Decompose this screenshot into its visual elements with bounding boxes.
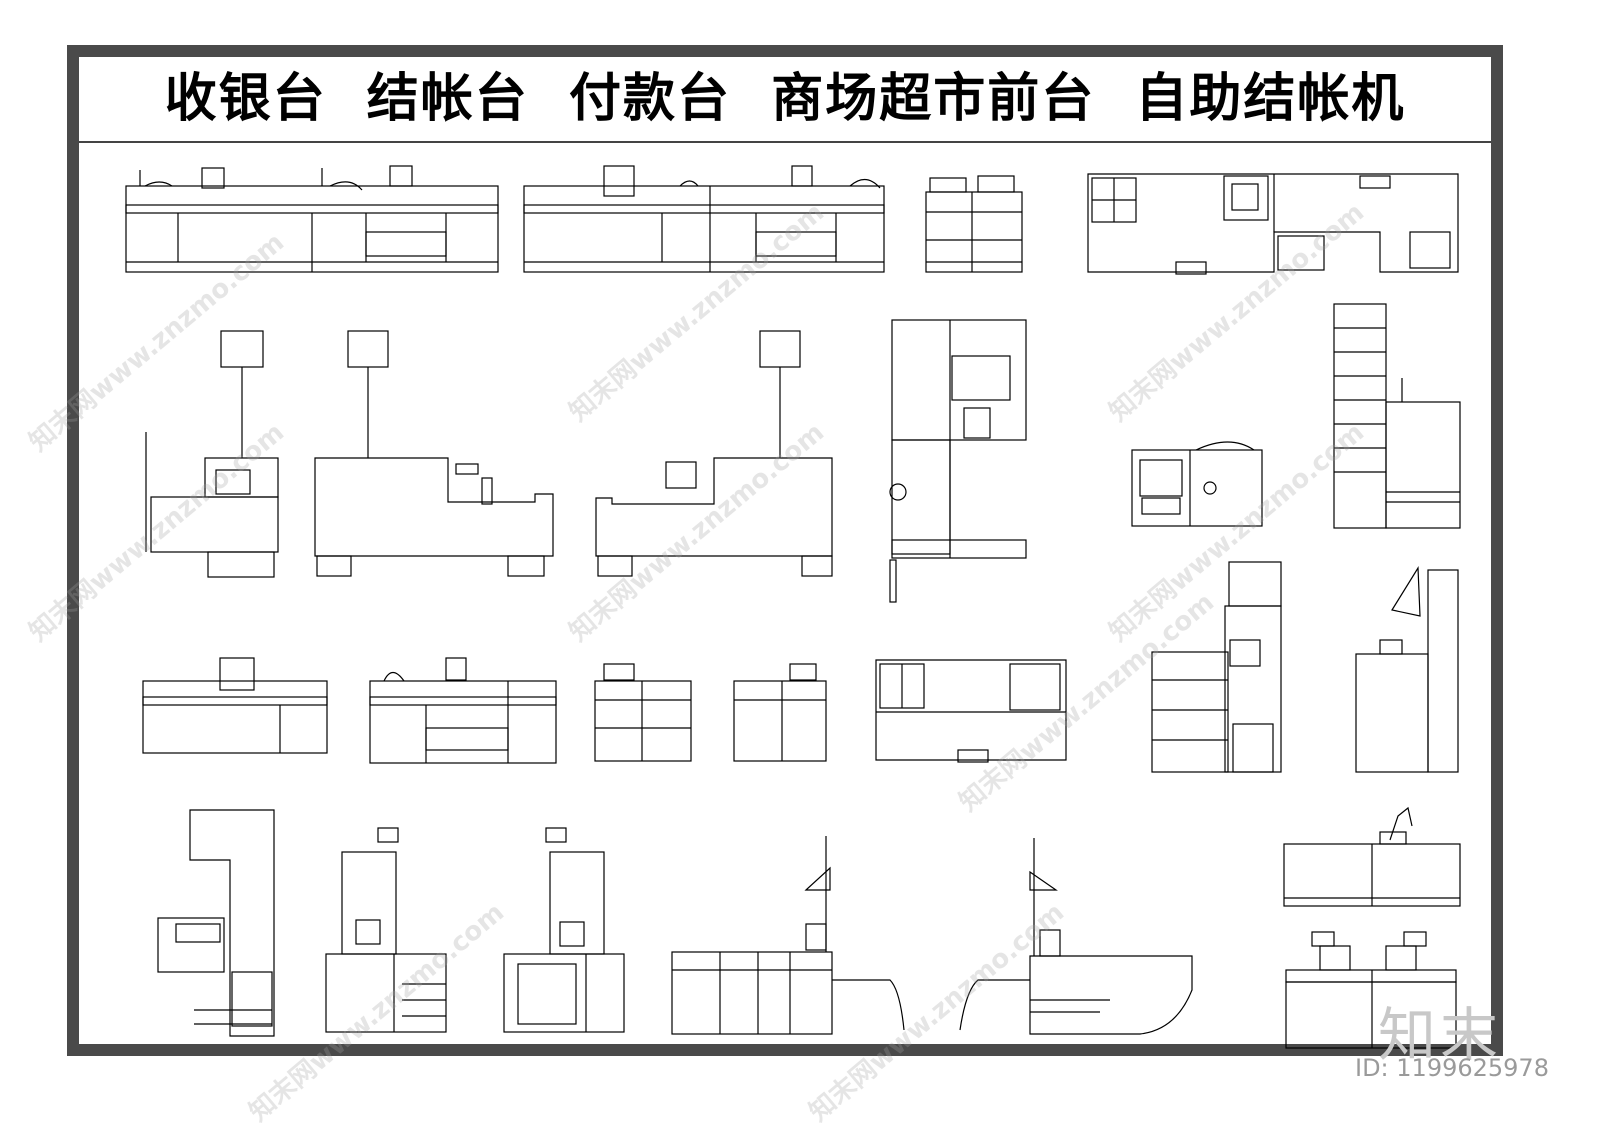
- self-checkout-side-view: [157, 809, 275, 1037]
- front-desk-plan-2: [875, 659, 1067, 763]
- self-checkout-front-1: [325, 827, 447, 1033]
- site-logo: 知末: [1378, 1001, 1503, 1069]
- cash-desk-elevation-6: [733, 663, 827, 762]
- image-id-label: ID: 1199625978: [1355, 1054, 1549, 1082]
- dual-pos-counter: [1285, 931, 1457, 1049]
- checkout-side-elevation-3: [595, 330, 833, 577]
- checkout-side-elevation-1: [145, 330, 279, 578]
- cash-desk-elevation-5: [594, 663, 692, 762]
- page-title: 收银台 结帐台 付款台 商场超市前台 自助结帐机: [164, 69, 1406, 129]
- checkout-side-elevation-2: [314, 330, 554, 577]
- checkout-counter-elevation-3: [142, 657, 328, 754]
- shelf-counter-elevation: [1333, 303, 1461, 529]
- cash-desk-elevation-small: [925, 175, 1023, 273]
- pos-counter-elevation: [1283, 806, 1461, 907]
- checkout-plan-vertical: [889, 319, 1027, 603]
- self-checkout-kiosk-2: [1355, 566, 1459, 773]
- self-checkout-front-2: [503, 827, 625, 1033]
- service-counter-elevation: [1131, 441, 1263, 527]
- front-desk-plan-top: [1087, 173, 1459, 275]
- checkout-counter-elevation-4: [369, 657, 557, 764]
- checkout-counter-elevation-1: [125, 165, 499, 273]
- checkout-counter-elevation-2: [523, 165, 885, 273]
- conveyor-checkout-left: [671, 836, 905, 1035]
- conveyor-checkout-right: [959, 838, 1193, 1035]
- title-bar: 收银台 结帐台 付款台 商场超市前台 自助结帐机: [79, 57, 1491, 143]
- self-checkout-kiosk-1: [1151, 561, 1282, 773]
